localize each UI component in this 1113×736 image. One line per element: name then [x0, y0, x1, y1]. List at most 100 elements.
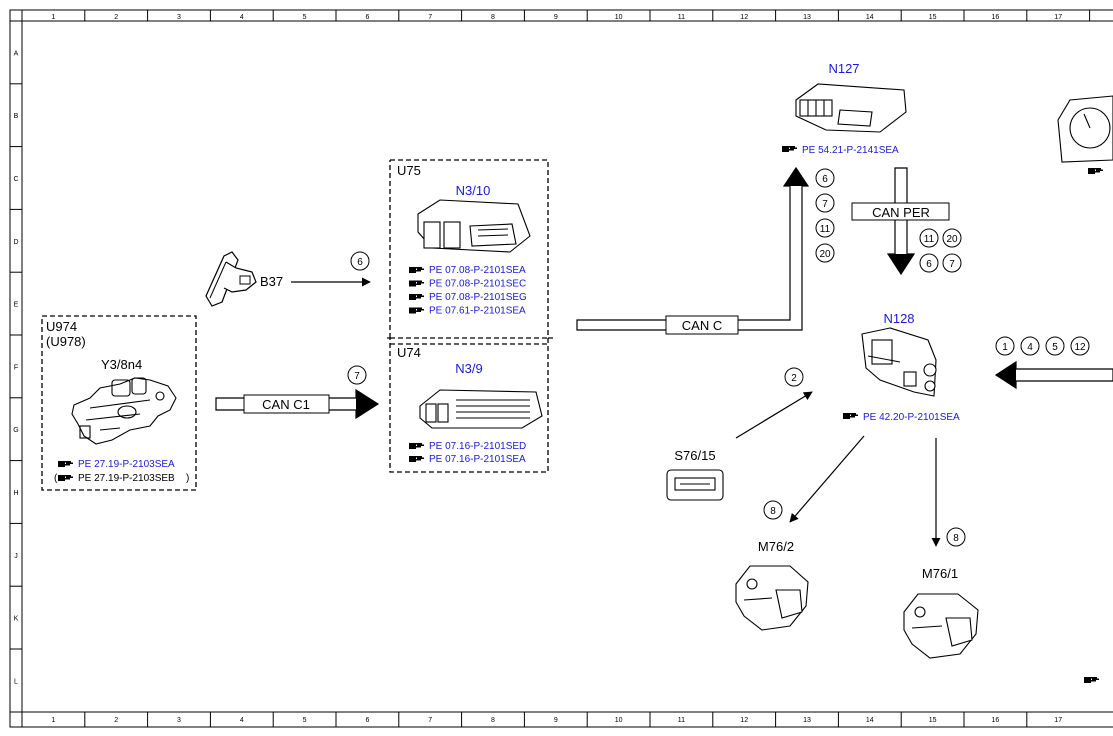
- column-label: 11: [678, 14, 685, 21]
- column-label: 4: [240, 717, 244, 724]
- column-label: 8: [491, 14, 495, 21]
- can-c-label: CAN C: [682, 318, 722, 333]
- engine-control-group: U75 N3/10 PE 07.08-P-2101SEA PE 07.08-P-2…: [386, 159, 556, 473]
- column-label: 3: [177, 14, 181, 21]
- column-label: 5: [303, 717, 307, 724]
- u974-ref-2[interactable]: PE 27.19-P-2103SEB: [78, 473, 175, 484]
- signal-can-per-a1-circle: [919, 228, 939, 248]
- signal-can-per-a2: 20: [946, 234, 958, 245]
- signal-n127-4: 20: [819, 249, 831, 260]
- pointing-hand-icon: [782, 146, 797, 152]
- can-c1-bus: CAN C1 7: [215, 365, 380, 420]
- n128-ref[interactable]: PE 42.20-P-2101SEA: [863, 412, 960, 423]
- pointing-hand-icon: [843, 413, 858, 419]
- can-per-label: CAN PER: [872, 205, 930, 220]
- b37-label: B37: [260, 274, 283, 289]
- pointing-hand-icon: [58, 461, 73, 467]
- s76-15-switch: 2 S76/15: [666, 367, 813, 501]
- signal-right-4-circle: [1070, 336, 1090, 356]
- signal-right-1-circle: [995, 336, 1015, 356]
- n127-control-unit-icon: [795, 83, 907, 133]
- column-label: 3: [177, 717, 181, 724]
- n128-label[interactable]: N128: [883, 311, 914, 326]
- u74-ref-2[interactable]: PE 07.16-P-2101SEA: [429, 454, 526, 465]
- signal-n127-1-circle: [815, 168, 835, 188]
- column-label: 6: [365, 14, 369, 21]
- u75-ref-3[interactable]: PE 07.08-P-2101SEG: [429, 292, 527, 303]
- column-label: 15: [929, 14, 937, 21]
- signal-right-2-circle: [1020, 336, 1040, 356]
- column-label: 14: [866, 14, 874, 21]
- signal-b37: 6: [357, 257, 363, 268]
- u974-ref-2-close-paren: ): [186, 473, 189, 484]
- column-label: 1: [51, 717, 55, 724]
- column-label: 16: [992, 717, 1000, 724]
- n128-module: N128 PE 42.20-P-2101SEA: [843, 311, 960, 423]
- signal-can-c1: 7: [354, 371, 360, 382]
- column-label: 2: [114, 14, 118, 21]
- signal-can-per-a1: 11: [924, 234, 935, 245]
- pointing-hand-icon: [409, 307, 424, 314]
- signal-n127-2: 7: [822, 199, 828, 210]
- u974-ref-2-open-paren: (: [54, 473, 58, 484]
- m76-1-actuator: 8 M76/1: [903, 438, 979, 659]
- column-label: 9: [554, 14, 558, 21]
- column-label: 14: [866, 717, 874, 724]
- row-label: H: [13, 490, 18, 497]
- u74-ref-1[interactable]: PE 07.16-P-2101SED: [429, 441, 526, 452]
- signal-m76-1: 8: [953, 533, 959, 544]
- column-label: 13: [803, 14, 811, 21]
- u75-ref-1[interactable]: PE 07.08-P-2101SEA: [429, 265, 526, 276]
- signal-n127-4-circle: [815, 243, 835, 263]
- y3-8n4-valve-body-icon: [71, 377, 177, 445]
- column-label: 17: [1054, 14, 1062, 21]
- signal-can-per-a2-circle: [942, 228, 962, 248]
- column-label: 10: [615, 717, 623, 724]
- s76-15-switch-icon: [666, 469, 724, 501]
- u974-ref-1[interactable]: PE 27.19-P-2103SEA: [78, 459, 175, 470]
- signal-right-1: 1: [1002, 342, 1008, 353]
- n3-9-ecu-icon: [419, 389, 543, 429]
- column-label: 10: [615, 14, 623, 21]
- pointing-hand-icon: [409, 294, 424, 300]
- u75-ref-4[interactable]: PE 07.61-P-2101SEA: [429, 306, 526, 317]
- pointing-hand-icon: [58, 475, 73, 481]
- signal-right-2: 4: [1027, 342, 1033, 353]
- can-c-bus: CAN C: [576, 166, 810, 335]
- n3-9-label[interactable]: N3/9: [455, 361, 482, 376]
- u75-label: U75: [397, 163, 421, 178]
- pointing-hand-icon: [1088, 168, 1103, 174]
- row-label: E: [14, 302, 19, 309]
- signal-can-per-b1: 6: [926, 259, 932, 270]
- u974-label: U974: [46, 319, 77, 334]
- column-label: 5: [303, 14, 307, 21]
- signal-can-per-b2-circle: [942, 253, 962, 273]
- s76-15-label: S76/15: [674, 448, 715, 463]
- n127-label[interactable]: N127: [828, 61, 859, 76]
- can-c1-label: CAN C1: [262, 397, 310, 412]
- pointing-hand-icon: [409, 280, 424, 287]
- n127-ref[interactable]: PE 54.21-P-2141SEA: [802, 145, 899, 156]
- row-label: G: [13, 427, 18, 434]
- n3-10-ecu-icon: [417, 199, 531, 253]
- pointing-hand-icon: [409, 267, 424, 273]
- signal-n127-2-circle: [815, 193, 835, 213]
- u75-ref-2[interactable]: PE 07.08-P-2101SEC: [429, 279, 526, 290]
- m76-1-label: M76/1: [922, 566, 958, 581]
- column-label: 8: [491, 717, 495, 724]
- column-label: 7: [428, 14, 432, 21]
- n3-10-label[interactable]: N3/10: [456, 183, 491, 198]
- signal-right-3: 5: [1052, 342, 1058, 353]
- row-label: D: [13, 239, 18, 246]
- pointing-hand-icon: [409, 456, 424, 462]
- column-label: 15: [929, 717, 937, 724]
- instrument-cluster-icon: [1057, 95, 1113, 163]
- row-label: J: [14, 553, 18, 560]
- m76-2-actuator: 8 M76/2: [735, 435, 865, 631]
- column-label: 6: [365, 717, 369, 724]
